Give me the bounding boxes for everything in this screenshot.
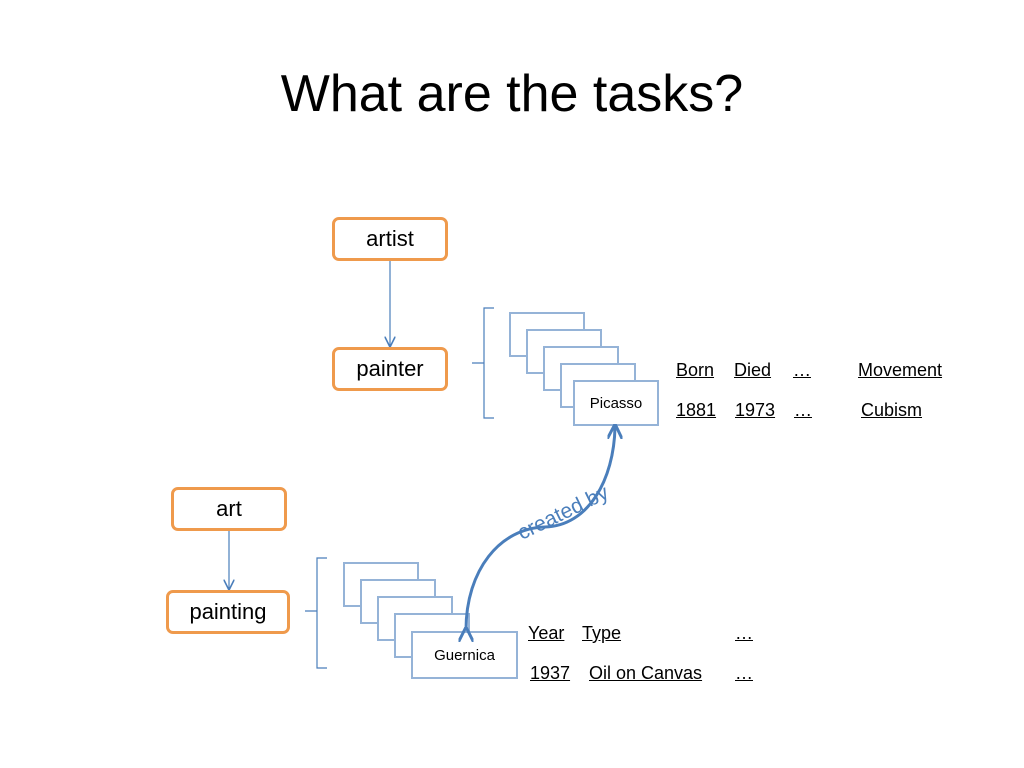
painting-attr-header: … [735,623,753,643]
painter-attr-value: … [794,400,812,420]
painter-attr-header: … [793,360,811,380]
guernica-label: Guernica [434,646,495,664]
concept-painter-label: painter [356,356,424,381]
created-by-arrow [466,427,615,630]
slide-title: What are the tasks? [280,65,744,123]
painting-attr-value: Oil on Canvas [589,663,703,683]
painting-group-bracket [305,557,327,669]
painter-attr-header: Born [676,360,715,380]
concept-artist: artist [332,217,448,261]
painter-attr-header: Movement [858,360,943,380]
painter-group-bracket [472,307,494,419]
painting-attr-header: Type [582,623,622,643]
concept-painter: painter [332,347,448,391]
painter-attr-header: Died [734,360,772,380]
painting-attr-value: 1937 [530,663,571,683]
painting-attr-value: … [735,663,753,683]
painter-attr-value: Cubism [861,400,923,420]
concept-art: art [171,487,287,531]
painter-attr-value: 1973 [735,400,776,420]
concept-artist-label: artist [366,226,414,251]
picasso-label: Picasso [589,394,643,412]
painting-attr-header: Year [528,623,565,643]
concept-painting: painting [166,590,290,634]
concept-art-label: art [216,496,242,521]
painter-attr-value: 1881 [676,400,717,420]
concept-painting-label: painting [189,599,267,624]
